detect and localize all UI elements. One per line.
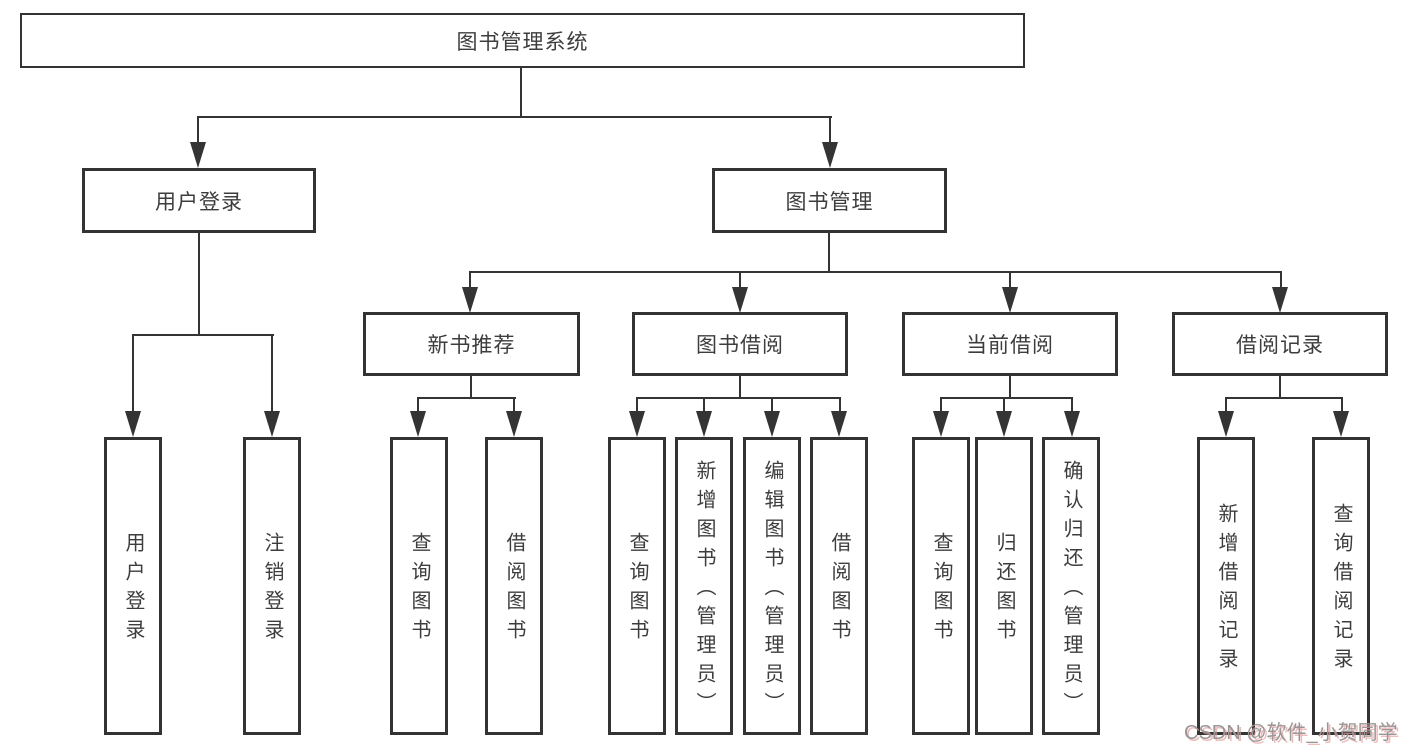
connector-vline bbox=[839, 397, 841, 413]
connector-hline bbox=[417, 397, 516, 399]
leaf-add-book-admin: 新增图书（管理员） bbox=[675, 437, 733, 735]
leaf-query-borrow-record-label: 查询借阅记录 bbox=[1330, 503, 1352, 677]
node-new-book-recommend: 新书推荐 bbox=[363, 312, 580, 376]
node-borrow-records: 借阅记录 bbox=[1172, 312, 1388, 376]
leaf-query-book: 查询图书 bbox=[608, 437, 666, 735]
connector-vline bbox=[198, 233, 200, 336]
leaf-borrow-book-label: 借阅图书 bbox=[828, 532, 850, 648]
leaf-query-borrow-record: 查询借阅记录 bbox=[1312, 437, 1370, 735]
node-book-borrow-label: 图书借阅 bbox=[696, 334, 784, 357]
connector-vline bbox=[1225, 397, 1227, 413]
connector-hline bbox=[940, 397, 1073, 399]
arrow-down-icon bbox=[831, 411, 847, 437]
connector-vline bbox=[940, 397, 942, 413]
arrow-down-icon bbox=[410, 411, 426, 437]
leaf-add-book-admin-label: 新增图书（管理员） bbox=[693, 459, 715, 721]
leaf-query-book: 查询图书 bbox=[912, 437, 970, 735]
connector-vline bbox=[132, 334, 134, 414]
node-new-book-recommend-label: 新书推荐 bbox=[427, 334, 516, 357]
leaf-logout-login-label: 注销登录 bbox=[261, 532, 283, 648]
connector-vline bbox=[513, 397, 515, 413]
leaf-confirm-return-admin: 确认归还（管理员） bbox=[1042, 437, 1100, 735]
arrow-down-icon bbox=[1064, 411, 1080, 437]
leaf-add-borrow-record: 新增借阅记录 bbox=[1197, 437, 1255, 735]
connector-hline bbox=[197, 116, 832, 118]
leaf-user-login-label: 用户登录 bbox=[122, 532, 144, 648]
connector-vline bbox=[1003, 397, 1005, 413]
leaf-query-book: 查询图书 bbox=[390, 437, 448, 735]
leaf-return-book: 归还图书 bbox=[975, 437, 1033, 735]
arrow-down-icon bbox=[1002, 287, 1018, 313]
connector-vline bbox=[771, 397, 773, 413]
connector-vline bbox=[1009, 271, 1011, 291]
leaf-query-book-label: 查询图书 bbox=[930, 532, 952, 648]
connector-vline bbox=[1341, 397, 1343, 413]
arrow-down-icon bbox=[732, 287, 748, 313]
connector-vline bbox=[1279, 376, 1281, 399]
arrow-down-icon bbox=[462, 287, 478, 313]
connector-vline bbox=[1009, 376, 1011, 399]
arrow-down-icon bbox=[764, 411, 780, 437]
leaf-borrow-book-label: 借阅图书 bbox=[503, 532, 525, 648]
node-current-borrow: 当前借阅 bbox=[902, 312, 1118, 376]
node-book-borrow: 图书借阅 bbox=[632, 312, 848, 376]
arrow-down-icon bbox=[264, 411, 280, 437]
node-root: 图书管理系统 bbox=[20, 13, 1025, 68]
connector-hline bbox=[132, 334, 274, 336]
connector-vline bbox=[829, 116, 831, 146]
connector-vline bbox=[703, 397, 705, 413]
connector-vline bbox=[739, 271, 741, 291]
leaf-borrow-book: 借阅图书 bbox=[810, 437, 868, 735]
leaf-confirm-return-admin-label: 确认归还（管理员） bbox=[1060, 459, 1082, 721]
arrow-down-icon bbox=[506, 411, 522, 437]
connector-vline bbox=[636, 397, 638, 413]
connector-hline bbox=[636, 397, 841, 399]
leaf-user-login: 用户登录 bbox=[104, 437, 162, 735]
arrow-down-icon bbox=[1272, 287, 1288, 313]
connector-vline bbox=[1071, 397, 1073, 413]
node-borrow-records-label: 借阅记录 bbox=[1236, 334, 1324, 357]
leaf-logout-login: 注销登录 bbox=[243, 437, 301, 735]
connector-vline bbox=[469, 271, 471, 291]
connector-vline bbox=[271, 334, 273, 414]
leaf-query-book-label: 查询图书 bbox=[626, 532, 648, 648]
leaf-edit-book-admin-label: 编辑图书（管理员） bbox=[761, 459, 783, 721]
connector-hline bbox=[1225, 397, 1343, 399]
leaf-borrow-book: 借阅图书 bbox=[485, 437, 543, 735]
arrow-down-icon bbox=[125, 411, 141, 437]
connector-vline bbox=[197, 116, 199, 146]
arrow-down-icon bbox=[190, 142, 206, 168]
leaf-query-book-label: 查询图书 bbox=[408, 532, 430, 648]
connector-hline bbox=[469, 271, 1282, 273]
connector-vline bbox=[739, 376, 741, 399]
leaf-add-borrow-record-label: 新增借阅记录 bbox=[1215, 503, 1237, 677]
connector-vline bbox=[417, 397, 419, 413]
leaf-edit-book-admin: 编辑图书（管理员） bbox=[743, 437, 801, 735]
connector-vline bbox=[828, 233, 830, 273]
arrow-down-icon bbox=[629, 411, 645, 437]
arrow-down-icon bbox=[822, 142, 838, 168]
node-book-management-label: 图书管理 bbox=[785, 190, 874, 214]
connector-vline bbox=[470, 376, 472, 399]
connector-vline bbox=[1280, 271, 1282, 291]
node-user-login: 用户登录 bbox=[82, 168, 316, 233]
node-root-label: 图书管理系统 bbox=[456, 30, 589, 54]
node-book-management: 图书管理 bbox=[712, 168, 947, 233]
connector-vline bbox=[520, 68, 522, 118]
node-current-borrow-label: 当前借阅 bbox=[966, 334, 1054, 357]
arrow-down-icon bbox=[1218, 411, 1234, 437]
node-user-login-label: 用户登录 bbox=[155, 190, 243, 214]
arrow-down-icon bbox=[933, 411, 949, 437]
arrow-down-icon bbox=[996, 411, 1012, 437]
arrow-down-icon bbox=[1333, 411, 1349, 437]
arrow-down-icon bbox=[696, 411, 712, 437]
leaf-return-book-label: 归还图书 bbox=[993, 532, 1015, 648]
watermark-text: CSDN @软件_小贺同学 bbox=[1184, 722, 1398, 744]
